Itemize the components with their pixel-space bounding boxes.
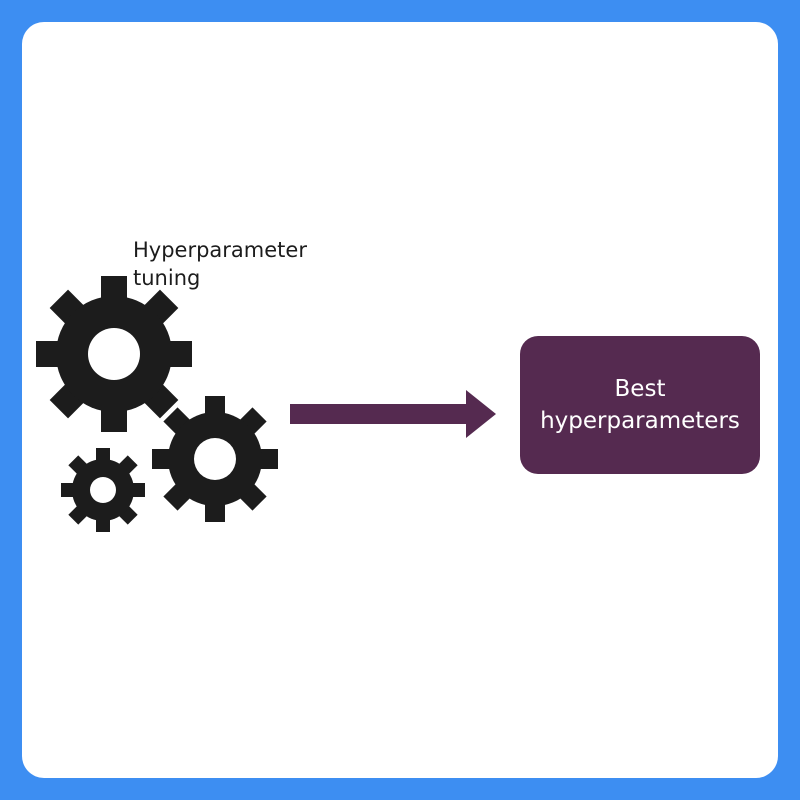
diagram-card: Hyperparameter tuning	[22, 22, 778, 778]
best-hyperparameters-box: Best hyperparameters	[520, 336, 760, 474]
small-gear-icon	[61, 448, 145, 532]
medium-gear-icon	[152, 396, 278, 522]
tuning-label: Hyperparameter tuning	[133, 238, 307, 290]
best-hyperparameters-label: Best hyperparameters	[540, 376, 740, 434]
large-gear-icon	[36, 276, 192, 432]
right-arrow-icon	[290, 390, 496, 438]
gears-icon	[36, 276, 278, 532]
